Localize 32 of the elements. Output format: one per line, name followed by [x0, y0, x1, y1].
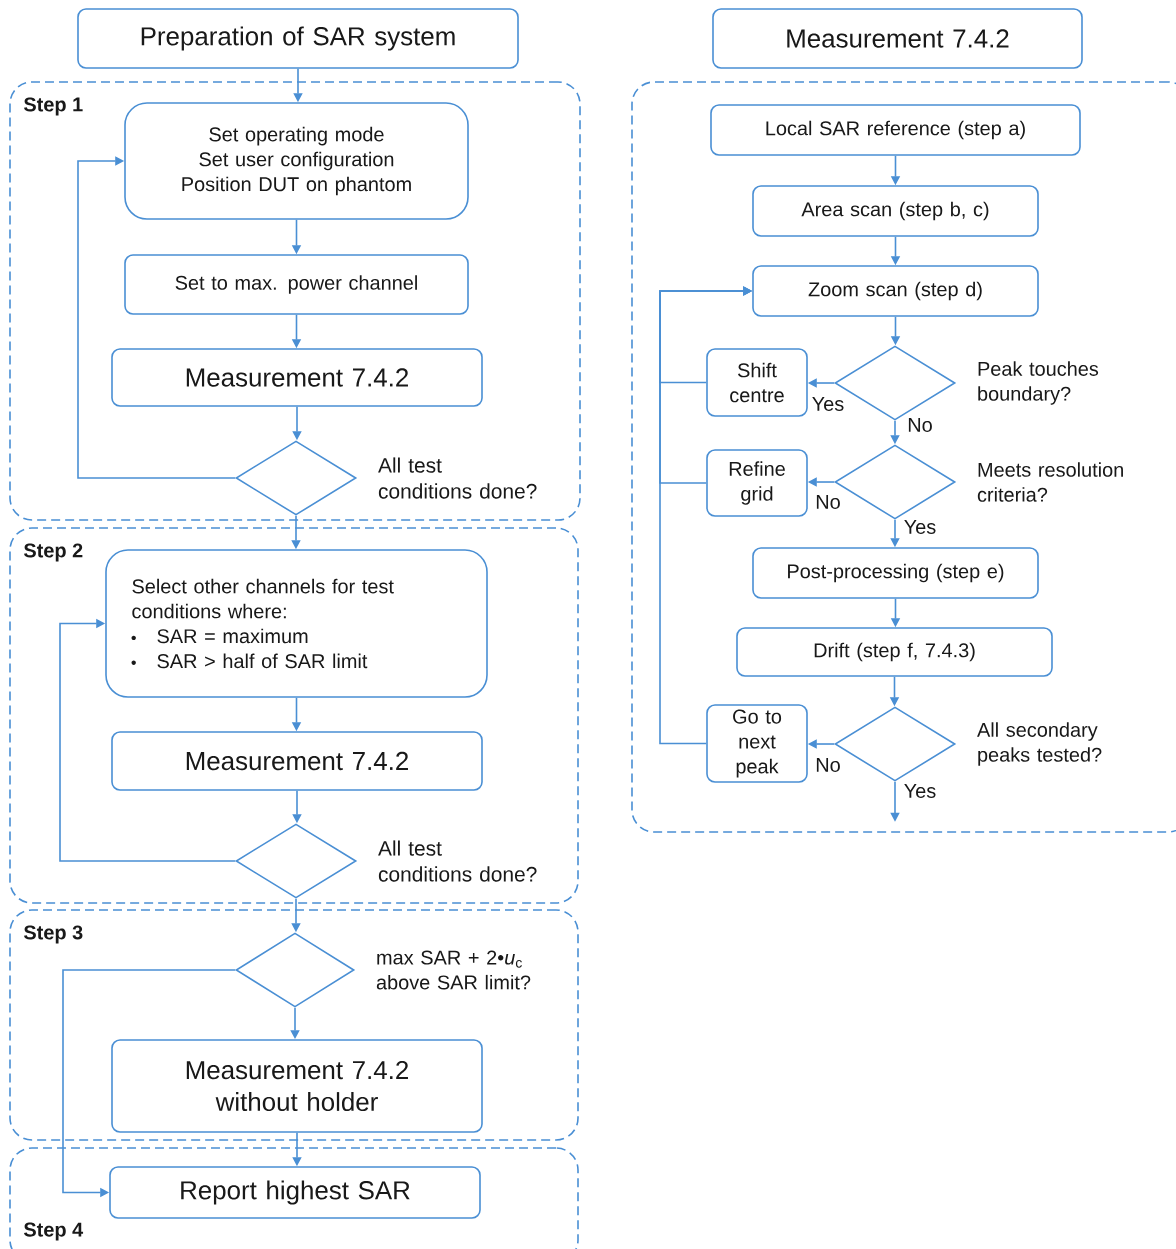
process-box: Go to next peak	[706, 704, 808, 783]
process-box: Measurement 7.4.2	[111, 731, 483, 791]
arrow	[59, 618, 236, 862]
process-box: Area scan (step b, c)	[752, 185, 1039, 237]
process-box: Zoom scan (step d)	[752, 265, 1039, 317]
process-box: Drift (step f, 7.4.3)	[736, 627, 1053, 677]
edge-label: Yes	[810, 396, 846, 412]
arrow	[77, 156, 236, 479]
process-box: Report highest SAR	[109, 1166, 481, 1219]
group-frame	[631, 81, 1176, 833]
edge-label: No	[814, 757, 842, 773]
edge-label: Yes	[902, 783, 938, 799]
question-text: Meets resolution criteria?	[977, 462, 1123, 502]
question-text: All test conditions done?	[378, 457, 537, 499]
process-box: Select other channels for test conditions where: SAR = maximum SAR > half of SAR limit	[105, 549, 488, 698]
process-box: Refine grid	[706, 449, 808, 517]
question-text: All test conditions done?	[378, 840, 537, 882]
question-text: All secondary peaks tested?	[977, 722, 1102, 766]
process-box: Set to max. power channel	[124, 254, 469, 315]
process-box: Set operating mode Set user configuration Position DUT on phantom	[124, 102, 469, 220]
process-box: Local SAR reference (step a)	[710, 104, 1081, 156]
process-box: Measurement 7.4.2	[712, 8, 1083, 69]
process-box: Shift centre	[706, 348, 808, 417]
edge-label: No	[906, 417, 934, 433]
process-box: Measurement 7.4.2 without holder	[111, 1039, 483, 1133]
process-box: Post-processing (step e)	[752, 547, 1039, 599]
edge-label: No	[814, 494, 842, 510]
process-box: Preparation of SAR system	[77, 8, 519, 69]
edge-label: Yes	[902, 519, 938, 535]
question-text: max SAR + 2•u$_{c}$ above SAR limit?	[376, 950, 531, 990]
question-text: Peak touches boundary?	[978, 361, 1099, 405]
process-box: Measurement 7.4.2	[111, 348, 483, 407]
